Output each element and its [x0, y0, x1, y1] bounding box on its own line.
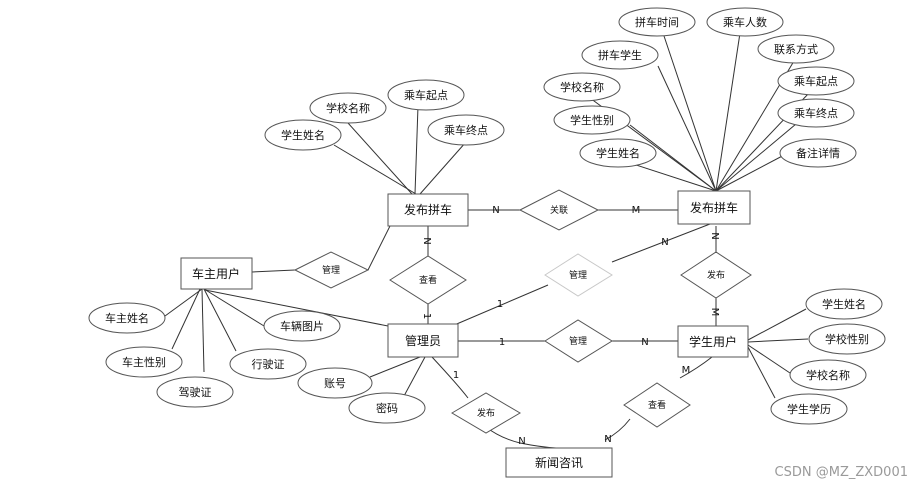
entity-admin-label: 管理员	[405, 333, 441, 348]
card-pub-bottom-m: M	[709, 308, 720, 317]
relation-manage-student-label: 管理	[569, 335, 587, 347]
card-student-manage-n: N	[641, 337, 648, 348]
card-news-right-n: N	[604, 434, 611, 445]
attr-r-contact-label: 联系方式	[774, 42, 818, 56]
relation-associate: 关联	[518, 189, 600, 231]
attr-r-start-label: 乘车起点	[794, 74, 838, 88]
attr-r-count-label: 乘车人数	[723, 15, 767, 29]
card-news-left-n: N	[518, 436, 525, 447]
card-admin-student-1: 1	[499, 337, 505, 348]
attr-r-count: 乘车人数	[706, 7, 784, 37]
cardinality-labels: N M N 1 1 N N M 1 N 1 N N M	[421, 205, 720, 447]
relation-manage-owner: 管理	[293, 251, 370, 289]
entity-carpool-post: 发布拼车	[387, 193, 469, 227]
relation-view-news-label: 查看	[648, 399, 666, 411]
attr-r-note-label: 备注详情	[796, 146, 840, 160]
attr-admin-account: 账号	[297, 367, 373, 399]
relation-manage-carpool-label: 管理	[569, 269, 587, 281]
relation-publish-news-label: 发布	[477, 407, 495, 419]
relation-view-news: 查看	[623, 382, 691, 428]
attr-owner-driver-label: 驾驶证	[179, 385, 212, 399]
attr-left-student-name: 学生姓名	[264, 119, 342, 151]
attr-owner-name: 车主姓名	[88, 302, 166, 334]
attr-r-name: 学生姓名	[579, 138, 657, 168]
attr-admin-password-label: 密码	[376, 401, 398, 415]
entity-student-user-label: 学生用户	[689, 334, 737, 349]
card-student-view-m: M	[682, 365, 691, 376]
relation-view-carpool-label: 查看	[419, 274, 437, 286]
attr-r-school-label: 学校名称	[560, 80, 604, 94]
entity-owner-user: 车主用户	[180, 257, 253, 290]
attr-left-school-name: 学校名称	[309, 92, 387, 124]
card-assoc-m: M	[632, 205, 641, 216]
attr-owner-driver: 驾驶证	[156, 376, 234, 408]
attr-stu-edu-label: 学生学历	[787, 402, 831, 416]
attr-left-school-name-label: 学校名称	[326, 101, 370, 115]
entity-carpool-pub-label: 发布拼车	[690, 200, 738, 215]
card-admin-view-1: 1	[421, 313, 432, 319]
attr-owner-photo: 车辆图片	[263, 310, 341, 342]
card-admin-news-1: 1	[453, 370, 459, 381]
card-cp-view-n: N	[421, 237, 432, 244]
relation-view-carpool: 查看	[389, 255, 467, 305]
attr-owner-name-label: 车主姓名	[105, 311, 149, 325]
attr-left-end-label: 乘车终点	[444, 123, 488, 137]
attr-admin-account-label: 账号	[324, 377, 346, 390]
relation-manage-student: 管理	[544, 319, 613, 363]
attr-stu-gender: 学校性别	[808, 323, 886, 355]
attr-r-gender: 学生性别	[553, 105, 631, 135]
entity-news-label: 新闻咨讯	[535, 455, 583, 470]
card-assoc-n: N	[492, 205, 499, 216]
attr-left-start: 乘车起点	[387, 79, 465, 111]
relation-associate-label: 关联	[550, 204, 568, 216]
watermark-text: CSDN @MZ_ZXD001	[775, 465, 908, 480]
attr-r-end: 乘车终点	[777, 98, 855, 128]
attr-left-student-name-label: 学生姓名	[281, 128, 325, 142]
relation-publish-carpool-label: 发布	[707, 269, 725, 281]
attr-r-time: 拼车时间	[618, 7, 696, 37]
attr-r-note: 备注详情	[779, 138, 857, 168]
attr-stu-gender-label: 学校性别	[825, 332, 869, 346]
attr-r-time-label: 拼车时间	[635, 15, 679, 29]
card-admin-carpool-1: 1	[497, 299, 503, 310]
attr-admin-password: 密码	[348, 392, 426, 424]
attr-owner-gender: 车主性别	[105, 346, 183, 378]
attr-r-start: 乘车起点	[777, 66, 855, 96]
attr-owner-license: 行驶证	[229, 348, 307, 380]
attr-r-school: 学校名称	[543, 72, 621, 102]
attr-r-contact: 联系方式	[757, 34, 835, 64]
entity-news: 新闻咨讯	[505, 447, 613, 478]
attr-stu-name: 学生姓名	[805, 288, 883, 320]
relation-publish-news: 发布	[451, 392, 521, 434]
attr-owner-license-label: 行驶证	[252, 357, 285, 371]
card-carpool-pub-n: N	[661, 237, 668, 248]
relation-manage-carpool: 管理	[544, 253, 613, 297]
attr-stu-school: 学校名称	[789, 359, 867, 391]
attr-stu-edu: 学生学历	[770, 393, 848, 425]
card-pub-top-n: N	[709, 232, 720, 239]
entity-student-user: 学生用户	[677, 325, 749, 358]
attr-r-student-label: 拼车学生	[598, 48, 642, 62]
attr-stu-name-label: 学生姓名	[822, 297, 866, 311]
relation-manage-owner-label: 管理	[322, 264, 340, 276]
attr-r-student: 拼车学生	[581, 40, 659, 70]
entity-carpool-pub: 发布拼车	[677, 190, 751, 225]
connector-lines	[164, 32, 810, 449]
attr-left-start-label: 乘车起点	[404, 88, 448, 102]
relation-publish-carpool: 发布	[680, 251, 752, 299]
entity-owner-user-label: 车主用户	[192, 266, 240, 281]
attr-owner-photo-label: 车辆图片	[280, 319, 324, 333]
attr-stu-school-label: 学校名称	[806, 368, 850, 382]
entity-admin: 管理员	[387, 323, 459, 358]
attr-owner-gender-label: 车主性别	[122, 355, 166, 369]
attr-r-name-label: 学生姓名	[596, 146, 640, 160]
attr-r-end-label: 乘车终点	[794, 106, 838, 120]
attr-left-end: 乘车终点	[427, 114, 505, 146]
attr-r-gender-label: 学生性别	[570, 113, 614, 127]
entity-carpool-post-label: 发布拼车	[404, 202, 452, 217]
